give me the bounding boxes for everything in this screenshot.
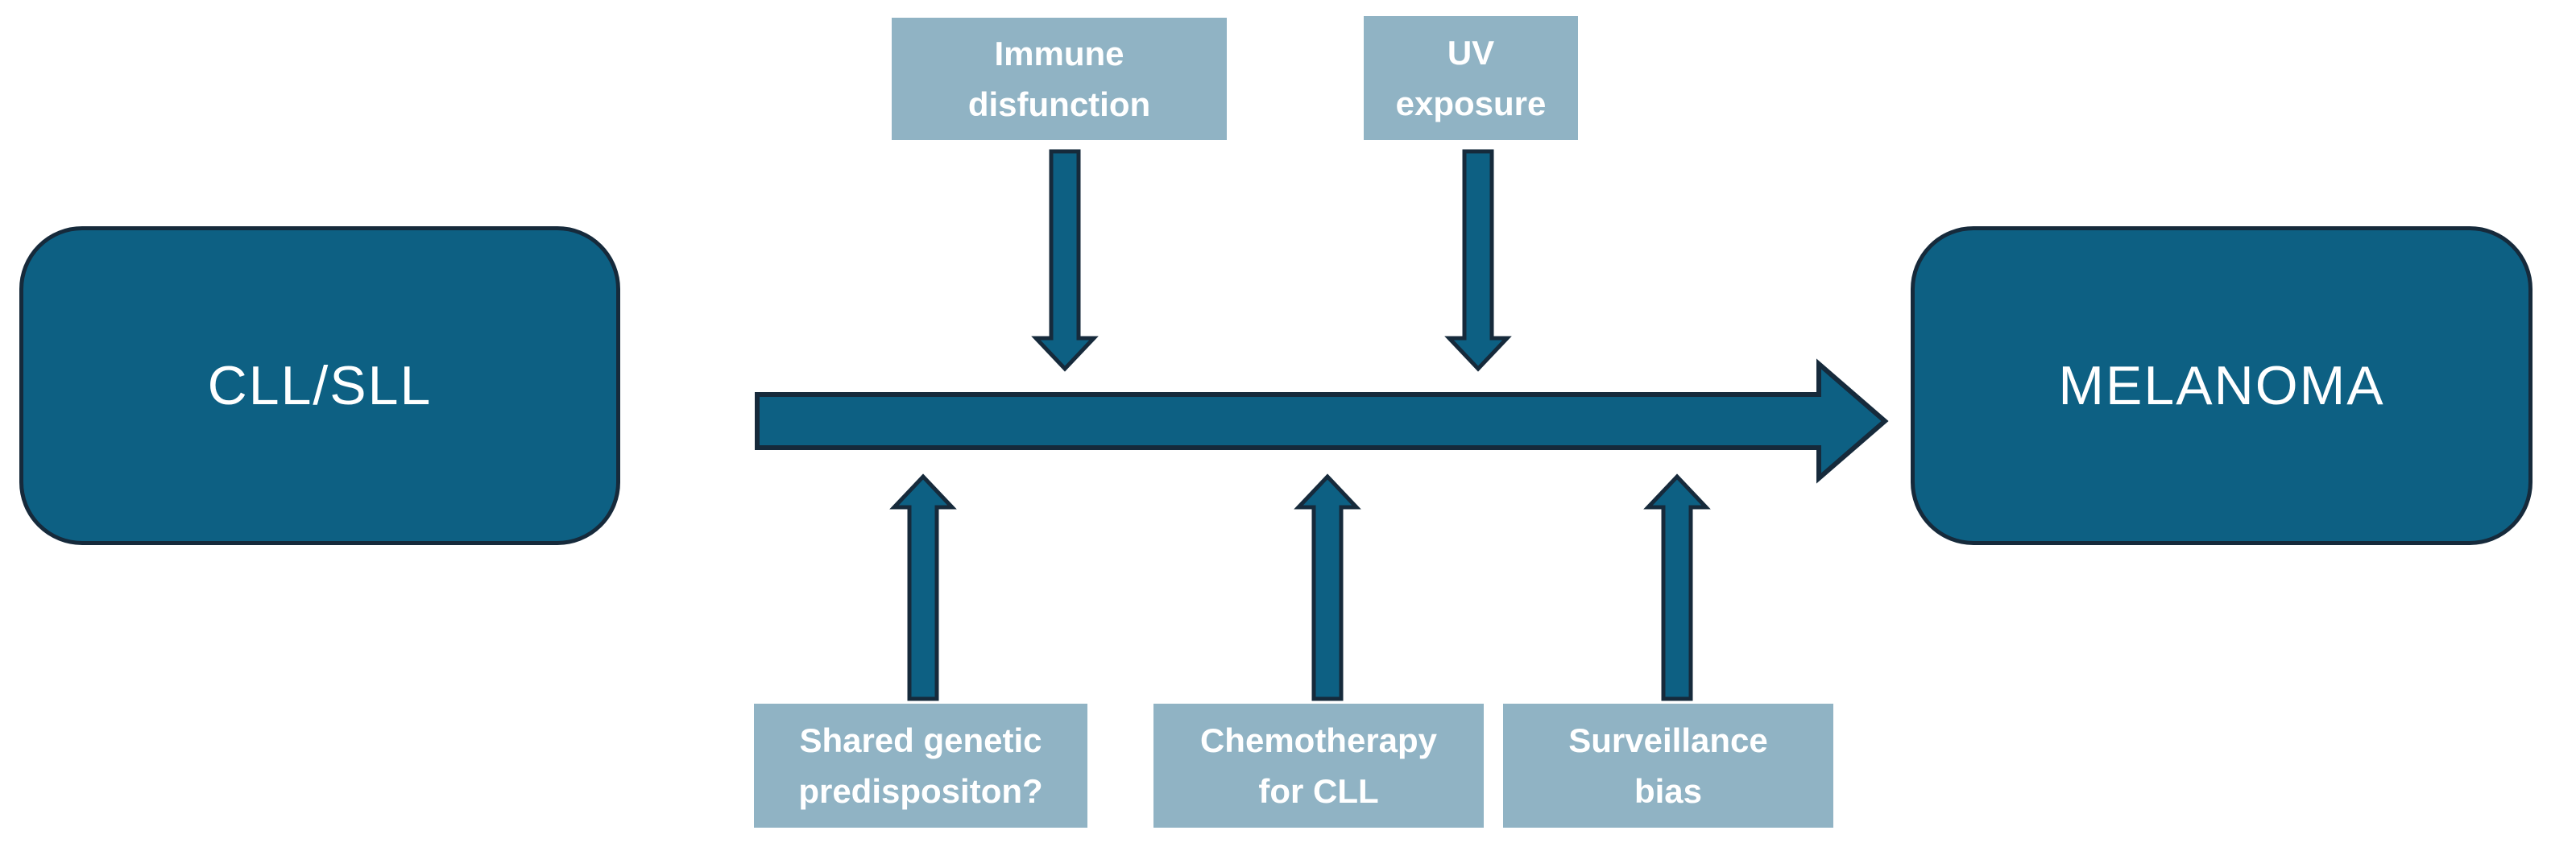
main-flow-arrow-icon (755, 358, 1889, 484)
factor-uv-exposure: UV exposure (1364, 16, 1578, 140)
factor-chemo-line1: Chemotherapy (1199, 721, 1438, 759)
factor-shared-line1: Shared genetic (799, 721, 1042, 759)
factor-shared-genetic-predisposition: Shared genetic predispositon? (754, 704, 1087, 828)
factor-chemotherapy-for-cll: Chemotherapy for CLL (1153, 704, 1484, 828)
node-cll-sll: CLL/SLL (19, 226, 620, 545)
factor-shared-line2: predispositon? (798, 772, 1043, 810)
factor-immune-line1: Immune (994, 35, 1124, 72)
up-arrow-shared-genetic-icon (889, 473, 957, 701)
factor-surveillance-line2: bias (1634, 772, 1703, 810)
node-melanoma-label: MELANOMA (2058, 355, 2385, 416)
up-arrow-surveillance-icon (1643, 473, 1711, 701)
down-arrow-uv-icon (1444, 149, 1512, 372)
down-arrow-immune-icon (1031, 149, 1099, 372)
factor-immune-line2: disfunction (967, 85, 1151, 123)
factor-surveillance-line1: Surveillance (1568, 721, 1768, 759)
factor-chemo-line2: for CLL (1258, 772, 1379, 810)
up-arrow-chemotherapy-icon (1294, 473, 1361, 701)
factor-uv-line1: UV (1447, 34, 1495, 72)
factor-surveillance-bias: Surveillance bias (1503, 704, 1833, 828)
factor-uv-line2: exposure (1395, 85, 1547, 122)
node-melanoma: MELANOMA (1911, 226, 2533, 545)
node-cll-sll-label: CLL/SLL (207, 355, 433, 416)
factor-immune-disfunction: Immune disfunction (892, 18, 1227, 140)
